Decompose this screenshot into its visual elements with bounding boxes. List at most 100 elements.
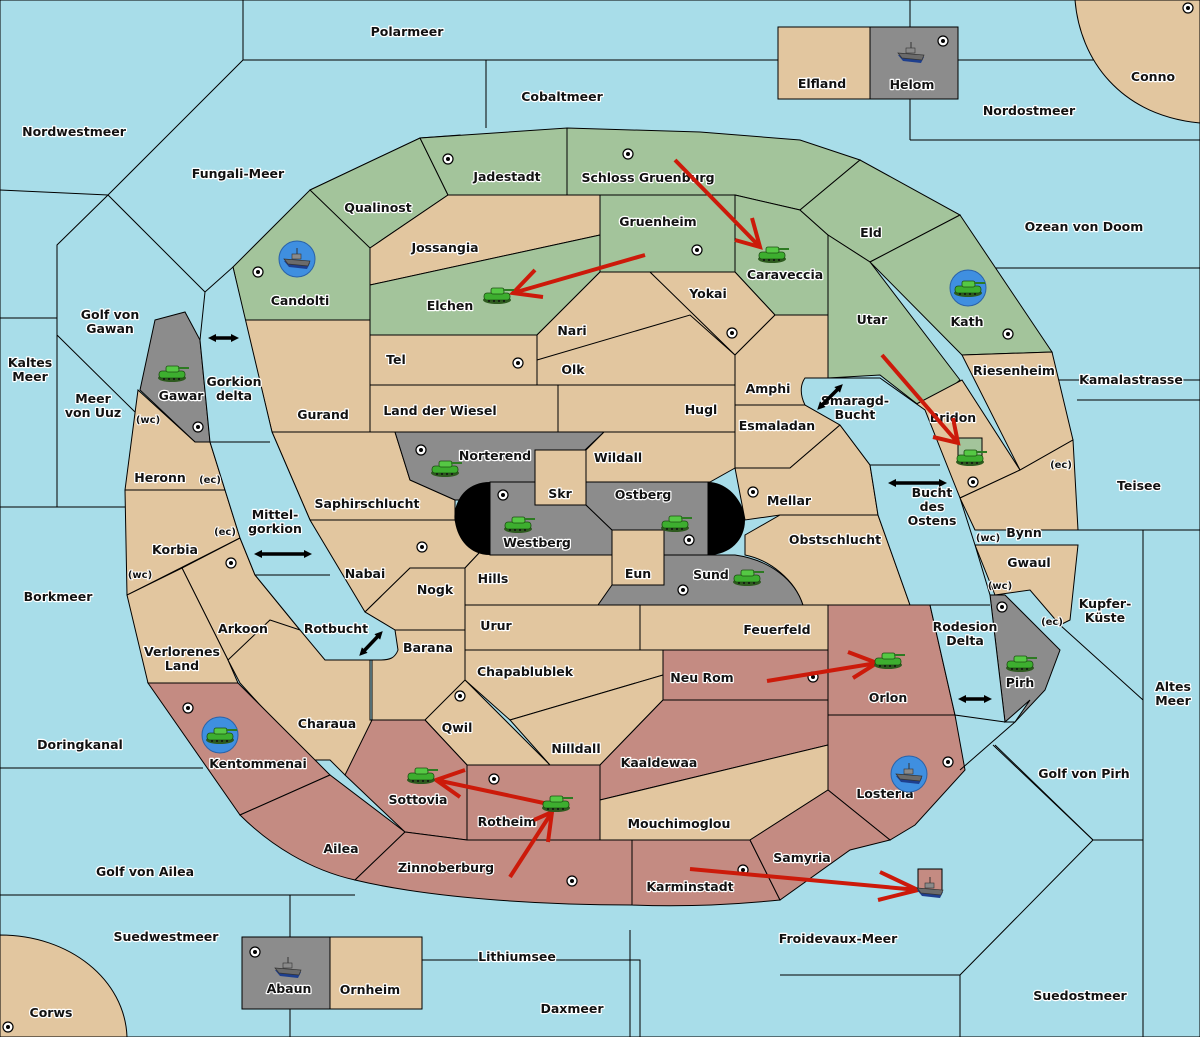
- sea-label-nordostmeer: Nordostmeer: [983, 103, 1076, 118]
- sea-label-suedwestmeer: Suedwestmeer: [114, 929, 220, 944]
- territory-label-schloss-gruenburg: Schloss Gruenburg: [581, 170, 714, 185]
- sea-label-ozean: Ozean von Doom: [1025, 219, 1144, 234]
- supply-center-icon: [182, 702, 194, 714]
- territory-label-conno: Conno: [1131, 69, 1176, 84]
- territory-jossangia[interactable]: [369, 194, 601, 286]
- sea-label-froidevaux: Froidevaux-Meer: [779, 931, 898, 946]
- sea-label-kupfer: Kupfer-Küste: [1079, 596, 1132, 625]
- supply-center-icon: [937, 35, 949, 47]
- territory-label-jossangia: Jossangia: [410, 240, 478, 255]
- territory-label-heronn: Heronn: [134, 470, 186, 485]
- coast-label-gwaul-ec: (ec): [1041, 617, 1063, 628]
- territory-label-nabai: Nabai: [345, 566, 386, 581]
- supply-center-icon: [497, 489, 509, 501]
- territory-label-qualinost: Qualinost: [344, 200, 411, 215]
- territory-elfland[interactable]: [777, 26, 871, 100]
- sea-label-daxmeer: Daxmeer: [540, 1001, 604, 1016]
- territory-label-abaun: Abaun: [267, 981, 312, 996]
- supply-center-icon: [512, 357, 524, 369]
- arrow-head-icon: [431, 768, 466, 799]
- sea-label-teisee: Teisee: [1117, 478, 1161, 493]
- arrow-head-icon: [932, 417, 961, 446]
- territory-label-korbia: Korbia: [152, 542, 198, 557]
- sea-label-mittelgorkion: Mittel-gorkion: [248, 507, 302, 536]
- territory-bynn[interactable]: [959, 439, 1079, 531]
- territory-wildall[interactable]: [585, 431, 736, 483]
- order-arrow: [880, 353, 960, 445]
- sea-label-nordwestmeer: Nordwestmeer: [22, 124, 127, 139]
- supply-center-icon: [747, 486, 759, 498]
- territory-label-riesenheim: Riesenheim: [973, 363, 1055, 378]
- territory-label-nogk: Nogk: [417, 582, 454, 597]
- supply-center-icon: [967, 476, 979, 488]
- territory-label-gruenheim: Gruenheim: [619, 214, 696, 229]
- territory-label-neu-rom: Neu Rom: [670, 670, 733, 685]
- territory-label-skr: Skr: [548, 486, 572, 501]
- territory-label-ailea: Ailea: [323, 841, 358, 856]
- territory-label-sottovia: Sottovia: [389, 792, 448, 807]
- impassable-east: [708, 482, 745, 555]
- coast-label-korbia-wc: (wc): [128, 570, 152, 581]
- supply-center-icon: [488, 773, 500, 785]
- supply-center-icon: [566, 875, 578, 887]
- sea-label-fungali: Fungali-Meer: [192, 166, 285, 181]
- supply-center-icon: [1182, 2, 1194, 14]
- coast-label-gwaul-wc: (wc): [988, 581, 1012, 592]
- sea-label-pirh_golf: Golf von Pirh: [1038, 766, 1129, 781]
- territory-label-helom: Helom: [890, 77, 935, 92]
- territory-verlorenes-land[interactable]: [126, 567, 239, 684]
- coast-label-korbia-ec: (ec): [214, 527, 236, 538]
- territory-label-sund: Sund: [693, 567, 729, 582]
- arrow-head-icon: [508, 268, 544, 299]
- arrow-head-icon: [734, 217, 763, 250]
- double-arrow-icon: [817, 384, 843, 410]
- territory-label-orlon: Orlon: [869, 690, 908, 705]
- territory-label-kaaldewaa: Kaaldewaa: [621, 755, 698, 770]
- territory-samyria[interactable]: [749, 789, 892, 901]
- supply-center-icon: [996, 601, 1008, 613]
- supply-center-icon: [225, 557, 237, 569]
- coast-label-bynn-wc: (wc): [976, 533, 1000, 544]
- territory-label-mouchimoglou: Mouchimoglou: [628, 816, 731, 831]
- territory-conno[interactable]: [1074, 0, 1200, 124]
- territory-label-norterend: Norterend: [459, 448, 531, 463]
- territory-corws[interactable]: [0, 934, 128, 1037]
- supply-center-icon: [622, 148, 634, 160]
- territory-label-mellar: Mellar: [767, 493, 812, 508]
- order-arrows: [431, 158, 961, 902]
- territory-label-obstschlucht: Obstschlucht: [789, 532, 881, 547]
- supply-center-icon: [454, 690, 466, 702]
- supply-center-icon: [677, 584, 689, 596]
- territory-label-saphirschlucht: Saphirschlucht: [315, 496, 420, 511]
- supply-center-icon: [942, 756, 954, 768]
- territory-label-amphi: Amphi: [746, 381, 791, 396]
- order-arrow: [673, 158, 762, 249]
- territory-ornheim[interactable]: [329, 936, 423, 1010]
- supply-center-icon: [1002, 328, 1014, 340]
- order-arrow: [512, 253, 646, 295]
- supply-center-icon: [416, 541, 428, 553]
- territory-label-kentommenai: Kentommenai: [209, 756, 307, 771]
- territory-label-samyria: Samyria: [773, 850, 831, 865]
- territory-label-qwil: Qwil: [442, 720, 473, 735]
- territory-label-rotheim: Rotheim: [478, 814, 537, 829]
- sea-labels: PolarmeerCobaltmeerNordwestmeerFungali-M…: [7, 23, 1193, 1017]
- sea-label-borkmeer: Borkmeer: [24, 589, 94, 604]
- territory-label-zinnoberburg: Zinnoberburg: [398, 860, 494, 875]
- territory-skr[interactable]: [534, 449, 587, 506]
- supply-center-icon: [2, 1021, 14, 1033]
- sea-label-lithiumsee: Lithiumsee: [478, 949, 556, 964]
- territory-label-wildall: Wildall: [594, 450, 642, 465]
- territory-label-feuerfeld: Feuerfeld: [743, 622, 810, 637]
- territory-label-charaua: Charaua: [298, 716, 356, 731]
- arrow-head-icon: [877, 870, 924, 902]
